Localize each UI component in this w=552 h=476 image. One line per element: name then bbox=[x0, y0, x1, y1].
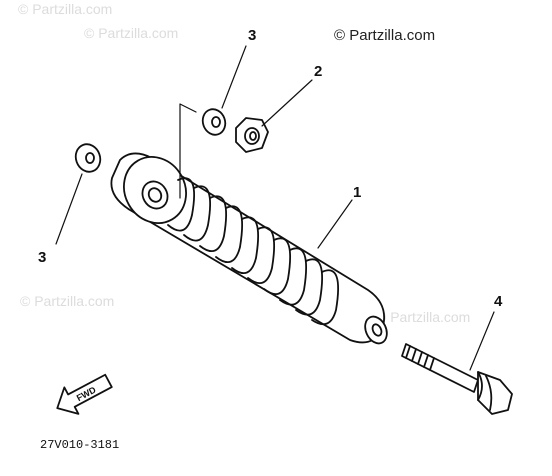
callout-2: 2 bbox=[314, 63, 322, 80]
brand-label: © Partzilla.com bbox=[334, 27, 435, 44]
shock-absorber bbox=[110, 152, 388, 345]
diagram-code: 27V010-3181 bbox=[40, 438, 119, 452]
watermark-top-left: © Partzilla.com bbox=[18, 1, 112, 17]
bolt bbox=[401, 343, 513, 415]
callout-3-left: 3 bbox=[38, 249, 46, 266]
forward-arrow: FWD bbox=[56, 373, 113, 415]
watermark-mid-left: © Partzilla.com bbox=[20, 293, 114, 309]
nut bbox=[235, 117, 269, 153]
washer-left bbox=[74, 143, 102, 173]
callout-3-top: 3 bbox=[248, 27, 256, 44]
callout-4: 4 bbox=[494, 293, 503, 310]
callout-1: 1 bbox=[353, 184, 361, 201]
washer-top bbox=[201, 108, 227, 136]
watermark-mid-right: © Partzilla.com bbox=[376, 309, 470, 325]
watermark-top-center: © Partzilla.com bbox=[84, 25, 178, 41]
leader-lines bbox=[55, 45, 495, 371]
